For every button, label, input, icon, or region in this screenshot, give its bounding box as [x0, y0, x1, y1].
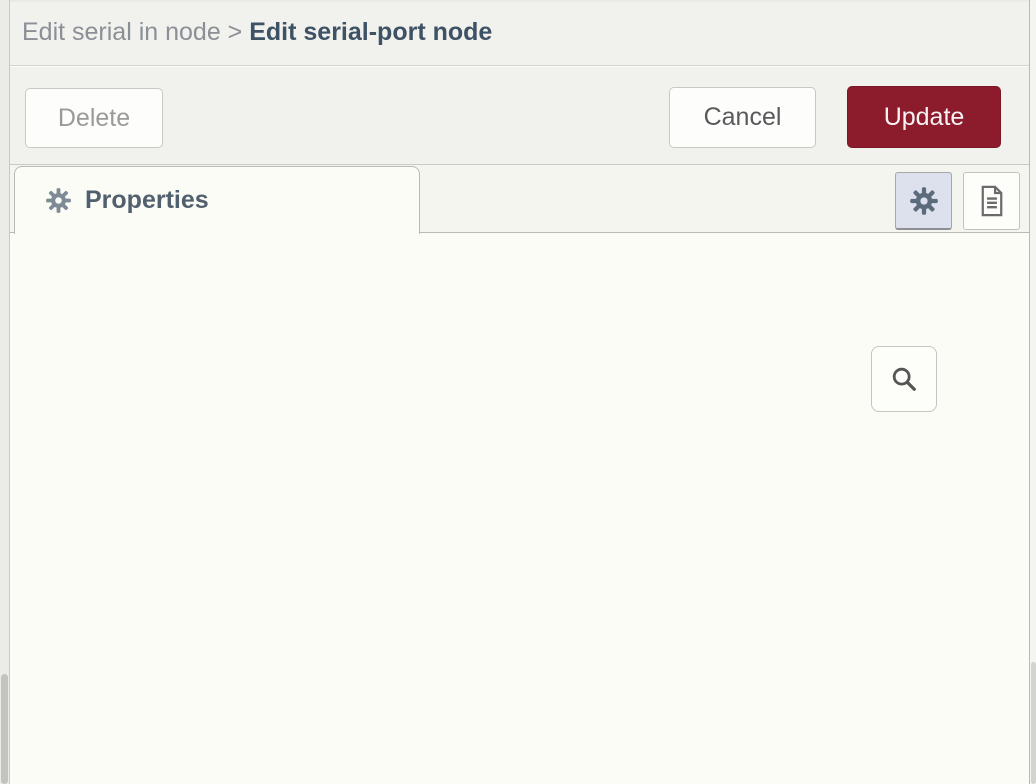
breadcrumb-current: Edit serial-port node — [249, 18, 493, 46]
cancel-button[interactable]: Cancel — [669, 87, 816, 148]
dialog-header — [10, 0, 1030, 66]
tab-properties[interactable]: Properties — [14, 166, 420, 234]
document-icon — [977, 185, 1007, 217]
breadcrumb-separator: > — [220, 18, 250, 46]
serial-port-search-button[interactable] — [871, 346, 937, 412]
right-window-edge — [1030, 0, 1036, 784]
breadcrumb: Edit serial in node > Edit serial-port n… — [22, 0, 492, 66]
update-button[interactable]: Update — [847, 86, 1001, 148]
tab-properties-label: Properties — [85, 186, 209, 214]
node-settings-button[interactable] — [895, 172, 952, 230]
window-scrollbar-thumb[interactable] — [1031, 662, 1036, 784]
node-description-button[interactable] — [963, 172, 1020, 230]
delete-button[interactable]: Delete — [25, 88, 163, 148]
gear-icon — [45, 187, 72, 214]
left-scrollbar-track — [0, 0, 10, 784]
gear-icon — [909, 186, 939, 216]
properties-panel — [10, 233, 1029, 784]
magnifier-icon — [890, 365, 918, 393]
breadcrumb-parent[interactable]: Edit serial in node — [22, 18, 221, 46]
left-scrollbar-thumb[interactable] — [1, 674, 8, 784]
dialog-right-border — [1029, 0, 1030, 784]
